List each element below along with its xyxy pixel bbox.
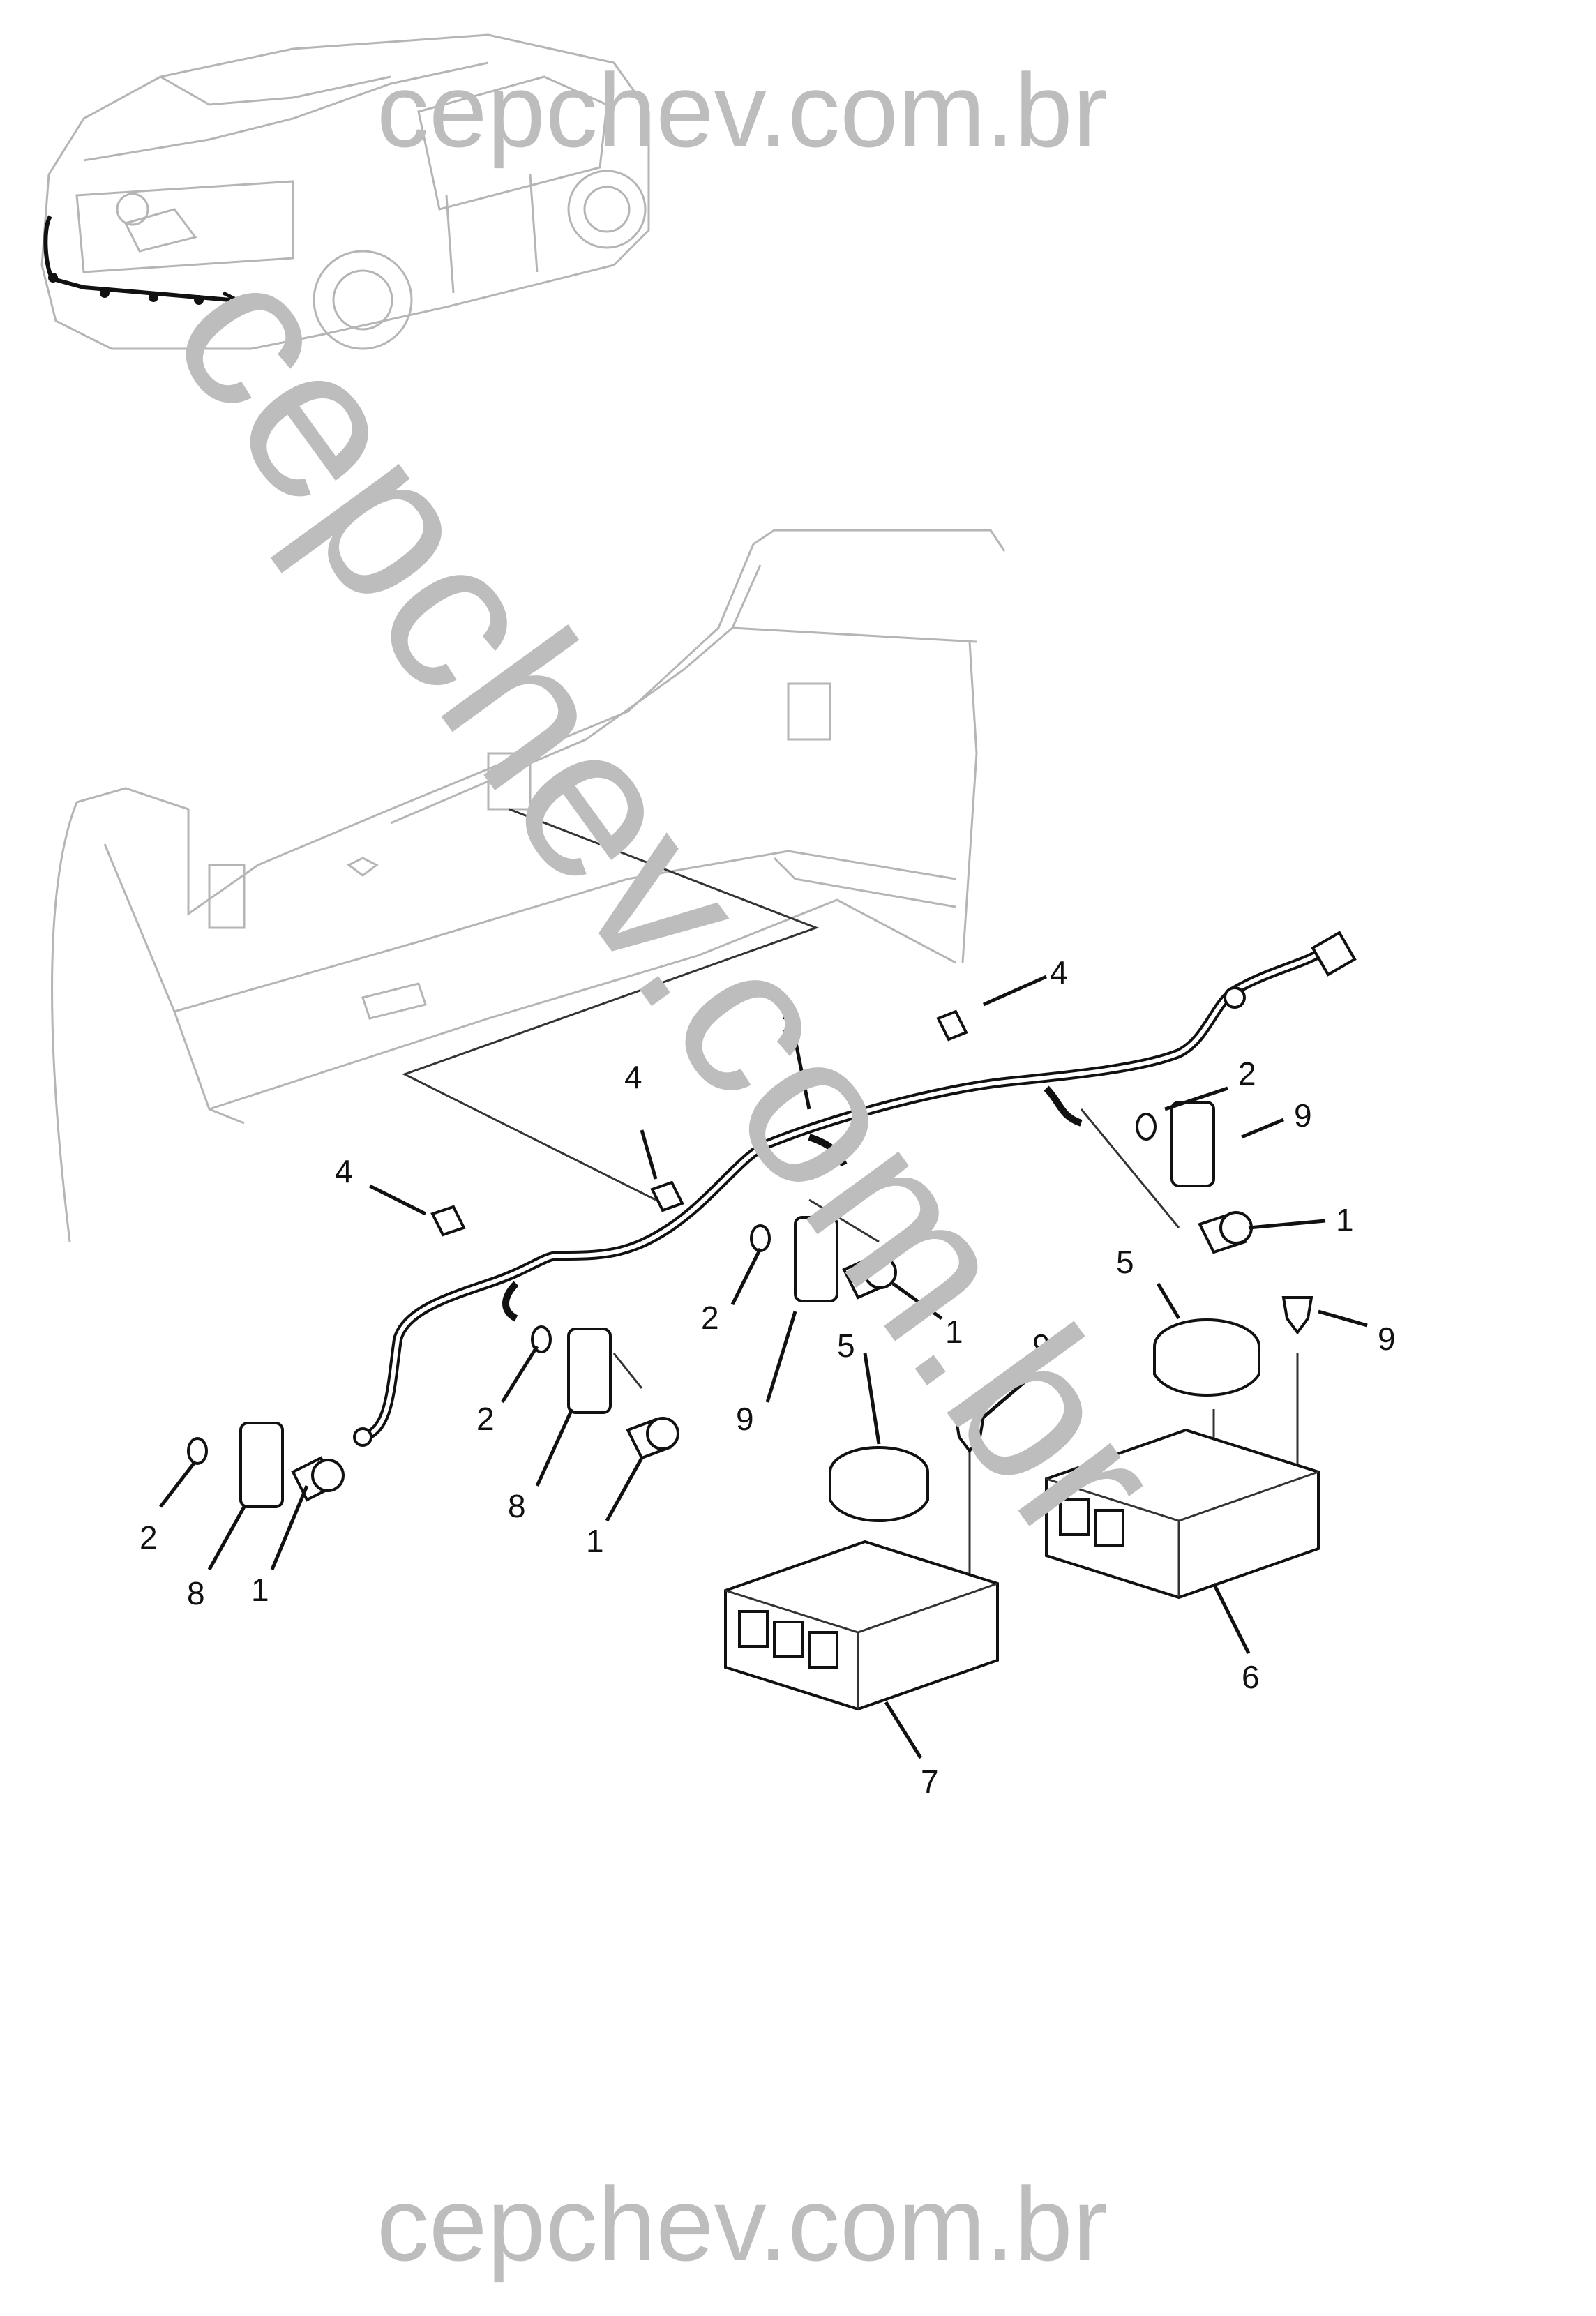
- callout-6: 6: [1242, 1659, 1260, 1695]
- watermarks: cepchev.com.br cepchev.com.br cepchev.co…: [126, 52, 1210, 2283]
- buzzer-5-left: [829, 1446, 929, 1522]
- watermark-top: cepchev.com.br: [377, 52, 1108, 169]
- callout-2-left: 2: [140, 1519, 158, 1556]
- callout-9-left: 9: [1032, 1328, 1051, 1364]
- wiring-harness: [353, 931, 1357, 1447]
- callout-5-left: 5: [837, 1328, 855, 1364]
- callout-4-centre: 4: [624, 1059, 642, 1095]
- watermark-bottom: cepchev.com.br: [377, 2165, 1108, 2283]
- sensor-brackets: [239, 1101, 1215, 1508]
- callout-1-centre-left: 1: [586, 1523, 604, 1559]
- callout-9-right: 9: [1378, 1321, 1396, 1357]
- sensor-1-left: [291, 1456, 345, 1502]
- callout-4-left: 4: [335, 1153, 353, 1189]
- callout-8-right: 9: [1294, 1097, 1312, 1134]
- callout-1-right: 1: [1336, 1202, 1354, 1238]
- buzzer-5-right: [1153, 1318, 1260, 1397]
- harness-clips: [430, 1009, 968, 1237]
- sensor-1-centre-left: [626, 1417, 679, 1460]
- callout-8-left: 8: [187, 1575, 205, 1611]
- callout-1-left: 1: [251, 1572, 269, 1608]
- control-module-7: [724, 1540, 999, 1711]
- callout-labels: 4 3 4 4 2 9 1 5 9 2 1 9 5 9 2 8 1 2 8 1 …: [140, 954, 1396, 1800]
- push-pins: [954, 1296, 1313, 1454]
- rear-bumper-outline: [51, 529, 1006, 1242]
- vehicle-overview: [40, 33, 650, 350]
- callout-7: 7: [921, 1764, 939, 1800]
- callout-8-centre-left: 8: [508, 1488, 526, 1524]
- callout-4-top-right: 4: [1050, 954, 1068, 991]
- callout-8-centre-right: 9: [736, 1401, 754, 1437]
- callout-2-centre-left: 2: [476, 1401, 495, 1437]
- grommet-rings: [187, 1113, 1157, 1465]
- sensor-1-centre-right: [842, 1254, 897, 1300]
- callout-1-centre-right: 1: [945, 1314, 963, 1350]
- callout-leaders: [159, 975, 1368, 1759]
- sensor-1-right: [1198, 1211, 1253, 1254]
- callout-2-centre-right: 2: [701, 1300, 719, 1336]
- callout-5-right: 5: [1116, 1244, 1134, 1280]
- callout-2-right: 2: [1238, 1055, 1256, 1092]
- callout-3: 3: [781, 1007, 799, 1043]
- watermark-diagonal: cepchev.com.br: [126, 220, 1210, 1585]
- control-module-6: [1045, 1428, 1320, 1600]
